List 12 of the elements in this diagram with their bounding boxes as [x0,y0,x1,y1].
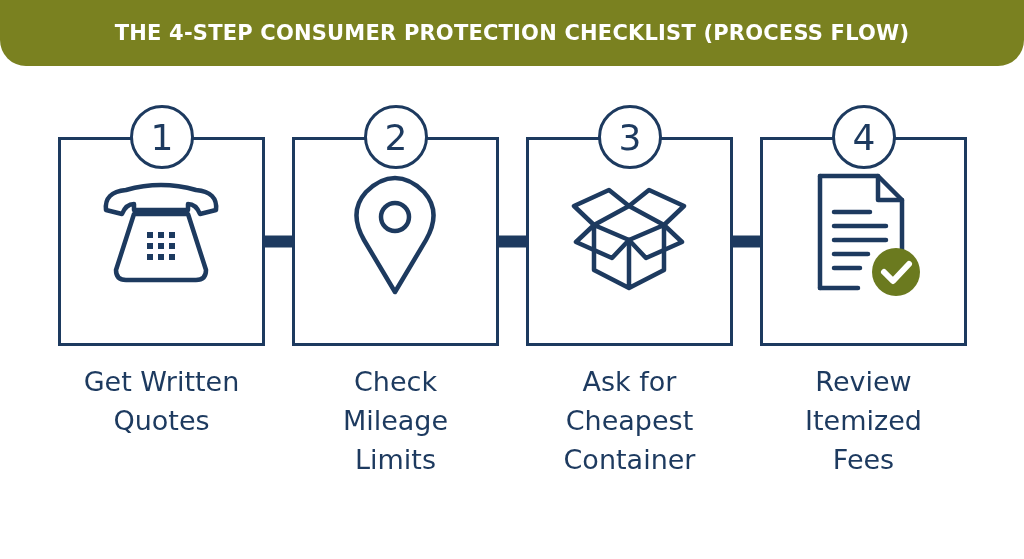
step-number: 1 [130,105,194,169]
connector-bar [265,235,292,248]
step-number: 2 [364,105,428,169]
step-label: Check Mileage Limits [341,365,450,477]
step-label: Review Itemized Fees [804,365,923,477]
connector-bar [733,235,760,248]
title-banner: THE 4-STEP CONSUMER PROTECTION CHECKLIST (PROCESS FLOW) [0,0,1024,66]
step-number: 3 [598,105,662,169]
step-label: Ask for Cheapest Container [562,365,697,477]
step-label: Get Written Quotes [82,365,241,438]
connector-bar [499,235,526,248]
step-number: 4 [832,105,896,169]
